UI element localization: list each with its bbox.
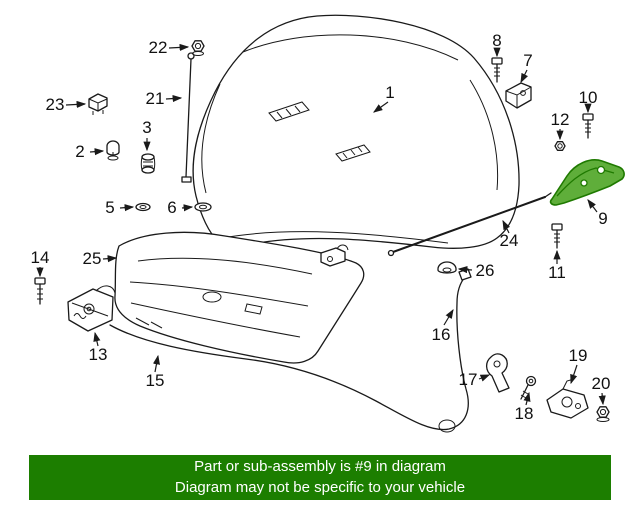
callout-13-label: 13 [89, 345, 108, 364]
arrow-19 [570, 364, 578, 385]
callout-23-label: 23 [46, 95, 65, 114]
bumper-part-2 [106, 140, 120, 161]
arrow-5 [119, 204, 135, 212]
hood-latch-part-13 [67, 285, 116, 332]
callout-14-label: 14 [31, 248, 50, 267]
callout-24-label: 24 [500, 231, 519, 250]
arrow-9 [587, 199, 598, 213]
bolt-part-11 [551, 223, 563, 249]
callout-17-label: 17 [459, 370, 478, 389]
bracket-part-7 [505, 82, 532, 109]
nut-part-20 [596, 406, 610, 422]
callout-16-label: 16 [432, 325, 451, 344]
arrow-1 [373, 101, 389, 113]
banner-text-line1: Part or sub-assembly is #9 in diagram [194, 458, 446, 476]
bolt-part-10 [582, 113, 594, 139]
arrow-18 [523, 391, 531, 406]
callout-7-label: 7 [523, 51, 532, 70]
arrow-13 [93, 331, 101, 347]
bumper-part-3 [140, 153, 156, 174]
banner-text-line2: Diagram may not be specific to your vehi… [174, 478, 466, 496]
arrow-24 [502, 219, 510, 234]
arrow-22 [168, 43, 190, 52]
arrow-17 [478, 374, 491, 382]
callout-22-label: 22 [149, 38, 168, 57]
bolt-part-14 [34, 277, 46, 305]
callout-11-label: 11 [548, 263, 566, 282]
callout-6-label: 6 [167, 198, 176, 217]
screw-part-18 [520, 375, 537, 400]
nut-part-22 [191, 40, 205, 56]
latch-striker [320, 244, 349, 267]
callout-3-label: 3 [142, 118, 151, 137]
arrow-15 [152, 354, 160, 373]
arrow-23 [65, 100, 87, 109]
support-rod-part-24 [387, 192, 552, 257]
release-handle-part-17 [485, 353, 510, 393]
nut-part-12 [554, 141, 566, 151]
callout-2-label: 2 [75, 142, 84, 161]
callout-labels: 1 2 3 5 6 7 8 9 10 11 12 13 14 15 16 17 … [31, 31, 611, 423]
callout-10-label: 10 [579, 88, 598, 107]
callout-20-label: 20 [592, 374, 611, 393]
arrow-20 [598, 392, 606, 406]
callout-12-label: 12 [551, 110, 570, 129]
arrow-7 [520, 69, 528, 84]
arrow-6 [181, 204, 194, 212]
arrow-26 [457, 266, 473, 274]
callout-21-label: 21 [146, 89, 165, 108]
callout-25-label: 25 [83, 249, 102, 268]
callout-9-label: 9 [598, 209, 607, 228]
callout-8-label: 8 [492, 31, 501, 50]
latch-assembly-part-19 [546, 378, 589, 419]
clip-part-23 [88, 93, 108, 115]
bolt-part-8 [491, 57, 503, 83]
callout-5-label: 5 [105, 198, 114, 217]
notice-banner: Part or sub-assembly is #9 in diagram Di… [29, 455, 611, 500]
hood-hinge-part-9-highlighted [549, 159, 625, 206]
callout-15-label: 15 [146, 371, 165, 390]
callout-18-label: 18 [515, 404, 534, 423]
hood-prop-rod [181, 52, 195, 183]
callout-1-label: 1 [385, 83, 394, 102]
hood-insulation-pad [114, 231, 365, 364]
arrow-16 [443, 308, 454, 326]
plug-part-6 [194, 202, 212, 212]
arrow-21 [165, 94, 183, 103]
arrow-25 [102, 255, 118, 263]
grommet-part-5 [135, 202, 151, 212]
arrow-2 [89, 148, 105, 156]
hood-panel [192, 14, 520, 249]
callout-26-label: 26 [476, 261, 495, 280]
hood-parts-diagram: 1 2 3 5 6 7 8 9 10 11 12 13 14 15 16 17 … [31, 14, 625, 433]
grommet-part-26 [437, 261, 457, 274]
callout-19-label: 19 [569, 346, 588, 365]
callout-arrows [36, 43, 606, 406]
